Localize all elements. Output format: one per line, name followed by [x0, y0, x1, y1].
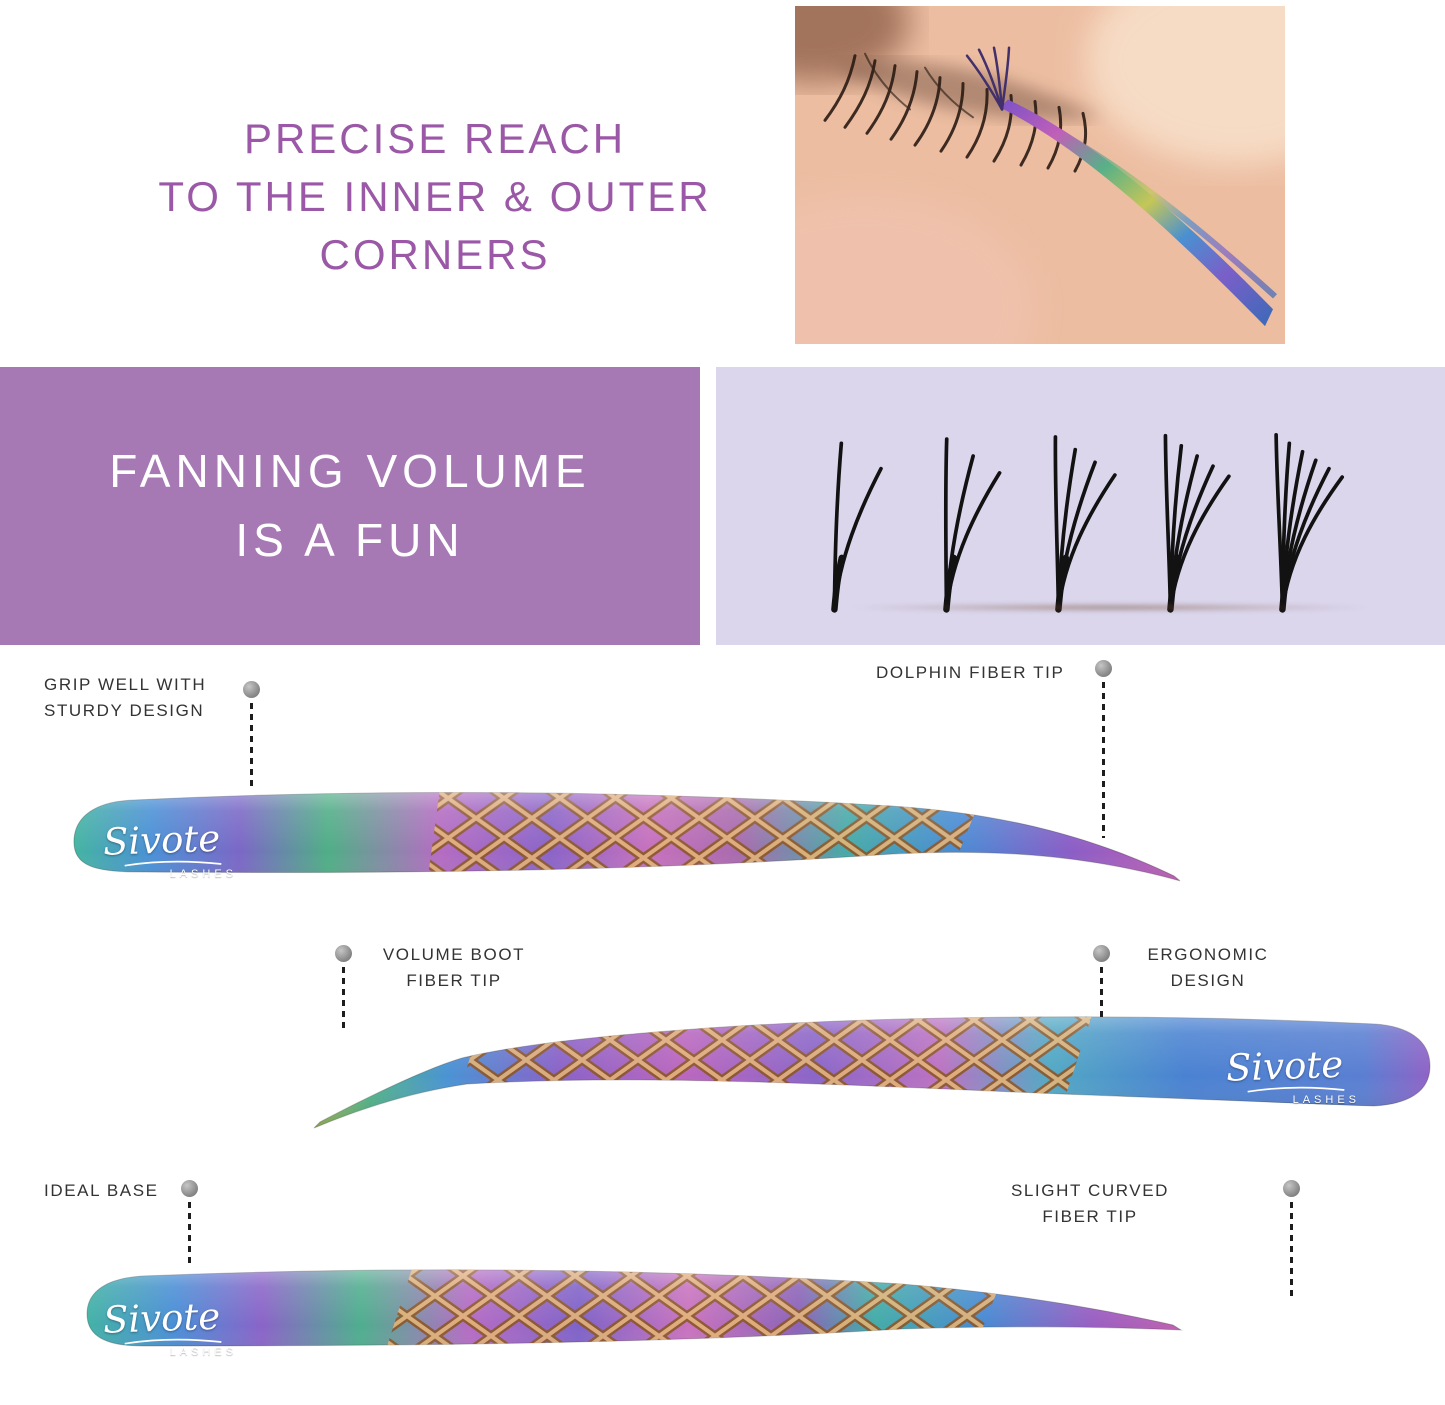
eyelashes-illustration — [823, 52, 1088, 173]
tweezer-volume-boot-illustration — [313, 1016, 1431, 1129]
fans-shadow — [852, 603, 1368, 612]
callout-grip-label: GRIP WELL WITH STURDY DESIGN — [44, 675, 207, 720]
fanning-banner-text: FANNING VOLUME IS A FUN — [109, 445, 591, 566]
brand-logo-sub: LASHES — [169, 1345, 237, 1358]
lash-fan-illustration — [1273, 433, 1344, 613]
lash-fan-in-tweezer — [965, 46, 1011, 111]
callout-ideal-base-label: IDEAL BASE — [44, 1181, 159, 1200]
logo-underline-flourish — [124, 860, 222, 867]
tweezer-in-photo-illustration — [1000, 99, 1273, 327]
lash-fan-illustration — [1163, 433, 1231, 613]
brand-logo-sub: LASHES — [1292, 1093, 1360, 1106]
callout-dolphin-tip-dot — [1095, 660, 1112, 677]
lash-fans-panel — [716, 367, 1445, 645]
headline-precise-reach: PRECISE REACH TO THE INNER & OUTER CORNE… — [158, 115, 712, 278]
logo-underline-flourish — [1247, 1086, 1345, 1093]
cheek-shading — [795, 194, 1035, 344]
brand-logo: Sivote LASHES — [102, 816, 263, 880]
lash-fan-illustration — [830, 441, 883, 613]
brand-logo: Sivote LASHES — [102, 1294, 263, 1358]
brand-logo: Sivote LASHES — [1225, 1042, 1386, 1106]
callout-grip-line — [250, 703, 253, 791]
photo-illustration — [795, 6, 1285, 344]
lash-line-shadow — [835, 61, 1100, 120]
callout-slight-curved-line — [1290, 1202, 1293, 1300]
eyelash-application-photo — [795, 6, 1285, 344]
tweezer-dolphin-tip-illustration — [73, 792, 1181, 882]
callout-volume-boot-dot — [335, 945, 352, 962]
callout-slight-curved-label: SLIGHT CURVED FIBER TIP — [1010, 1181, 1170, 1226]
brand-logo-script: Sivote — [1225, 1042, 1344, 1090]
fanning-banner: FANNING VOLUME IS A FUN — [0, 367, 700, 645]
brand-logo-script: Sivote — [102, 816, 221, 864]
lash-fan-illustration — [942, 437, 1001, 613]
callout-ergonomic-dot — [1093, 945, 1110, 962]
callout-volume-boot-line — [342, 967, 345, 1029]
logo-underline-flourish — [124, 1338, 222, 1345]
callout-grip-dot — [243, 681, 260, 698]
tweezer-slight-curved-illustration — [86, 1269, 1183, 1347]
brand-logo-script: Sivote — [102, 1294, 221, 1342]
callout-dolphin-tip-line — [1102, 682, 1105, 838]
brand-logo-sub: LASHES — [169, 867, 237, 880]
lash-fan-illustration — [1053, 435, 1117, 613]
skin-highlight — [1085, 6, 1285, 166]
callout-volume-boot-label: VOLUME BOOT FIBER TIP — [382, 945, 526, 990]
callout-ergonomic-label: ERGONOMIC DESIGN — [1147, 945, 1269, 990]
callout-ideal-base-line — [188, 1202, 191, 1266]
callout-slight-curved-dot — [1283, 1180, 1300, 1197]
callout-dolphin-tip-label: DOLPHIN FIBER TIP — [876, 663, 1065, 682]
callout-ideal-base-dot — [181, 1180, 198, 1197]
callout-ergonomic-line — [1100, 967, 1103, 1019]
